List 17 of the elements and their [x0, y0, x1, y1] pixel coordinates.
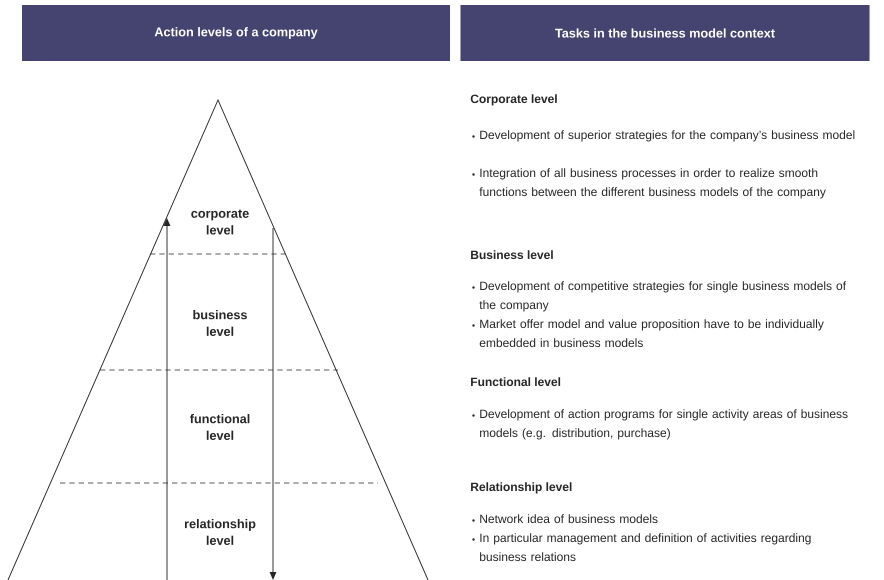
- bullet-text: Development of superior strategies for the company’s business model: [480, 130, 854, 142]
- bullet-text: Development of competitive strategies for single business models of the company: [479, 281, 846, 312]
- bullet-text: Market offer model and value proposition have to be individually embedded in business models: [480, 319, 824, 348]
- bullet-text: In particular management and definition of activities regarding business relations: [480, 533, 811, 562]
- section-heading: Functional level: [471, 377, 560, 386]
- header-band: Action levels of a company: [22, 5, 450, 61]
- level-label: relationship level: [184, 519, 256, 545]
- bullet-text: Development of action programs for single activity areas of business models (e.g. distribution, purchase): [480, 409, 848, 440]
- section-heading: Business level: [471, 250, 553, 260]
- bullet-text: Integration of all business processes in order to realize smooth functions between the different business models of the company: [479, 168, 826, 198]
- header-band: Tasks in the business model context: [460, 5, 870, 61]
- section-heading: Corporate level: [470, 94, 557, 106]
- level-label: business level: [193, 310, 247, 336]
- section-heading: Relationship level: [471, 482, 572, 494]
- level-label: functional level: [190, 414, 250, 440]
- level-label: corporate level: [191, 209, 249, 235]
- bullet-text: Network idea of business models: [480, 514, 658, 524]
